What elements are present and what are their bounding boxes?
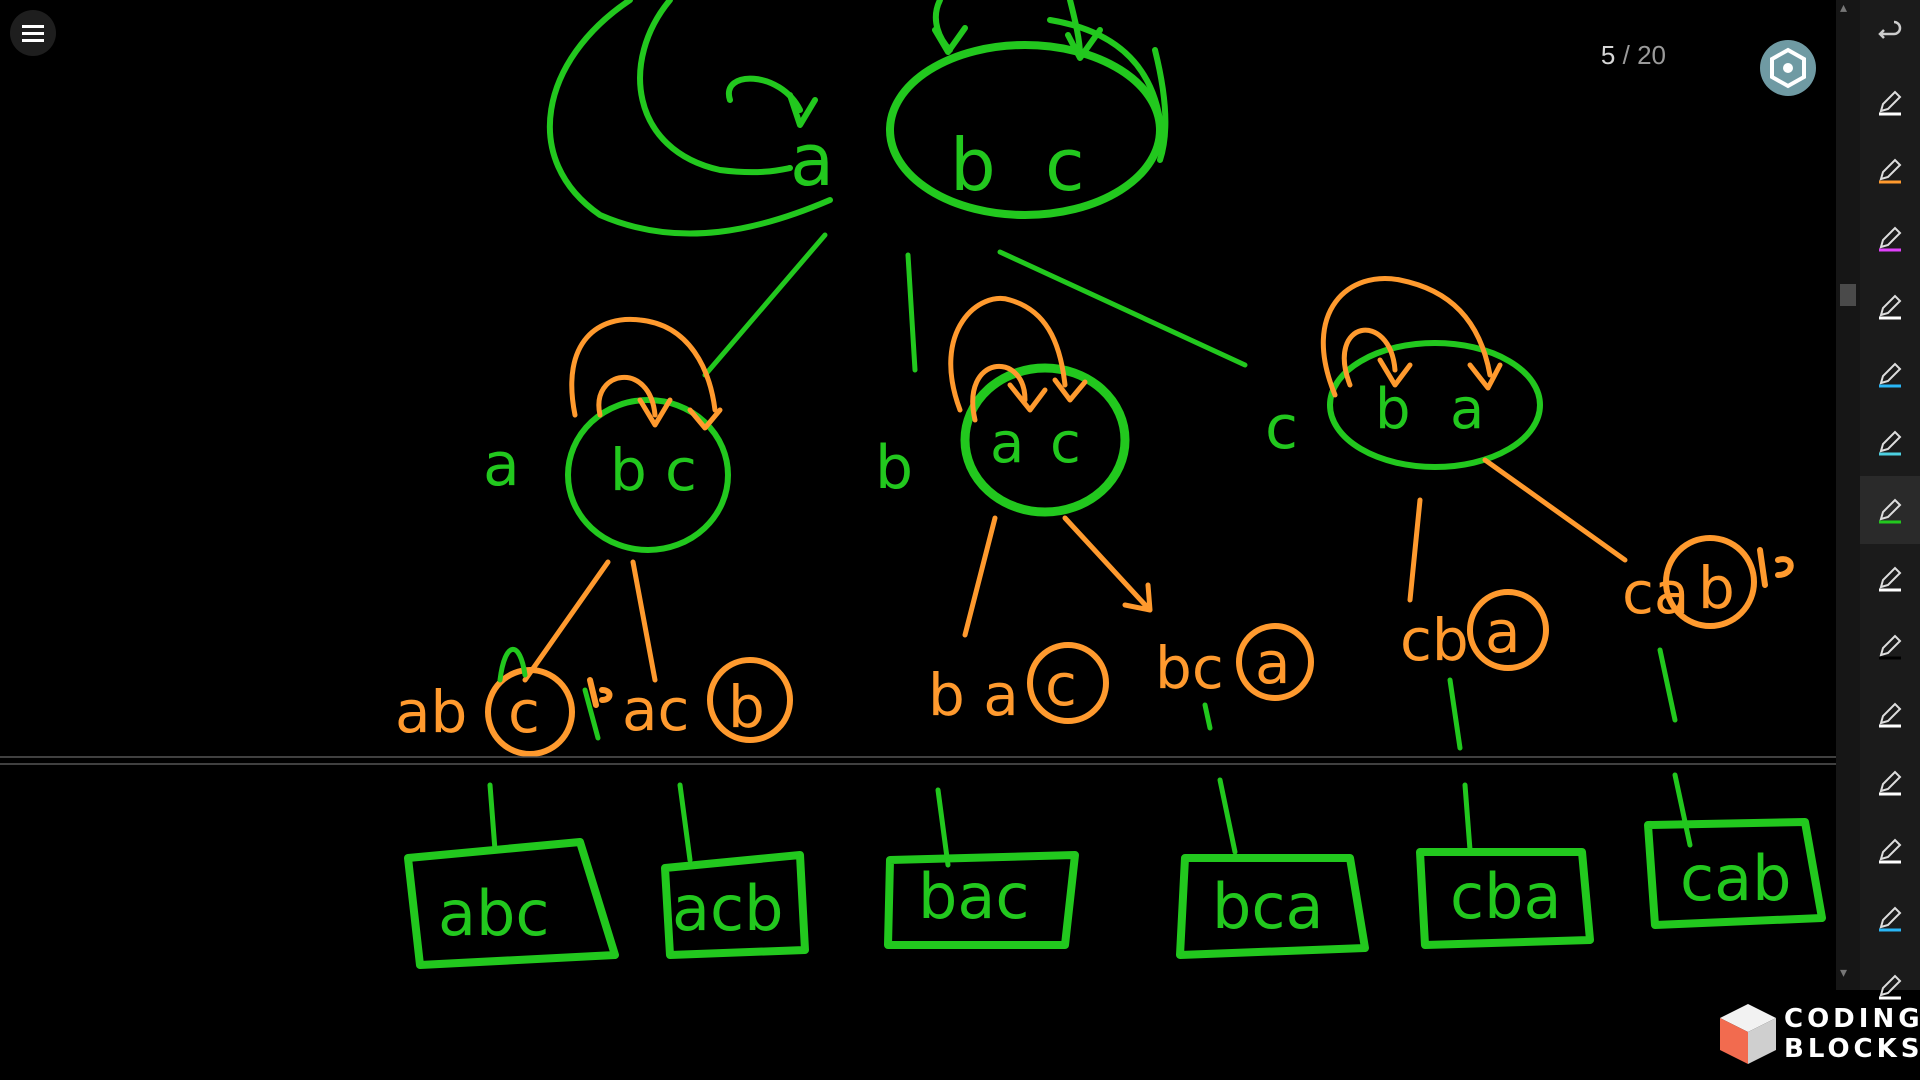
result-edges [487, 647, 1693, 868]
level2-last-0: c [508, 678, 540, 746]
scroll-thumb[interactable] [1840, 284, 1856, 306]
menu-button[interactable] [10, 10, 56, 56]
pen-icon [1879, 294, 1902, 320]
result-boxes [404, 818, 1826, 969]
settings-button[interactable] [1760, 40, 1816, 96]
pen-tool-4[interactable] [1860, 272, 1920, 340]
scroll-down-icon[interactable]: ▾ [1840, 965, 1848, 981]
page-counter: 5 / 20 [1601, 40, 1666, 71]
pen-tool-9[interactable] [1860, 612, 1920, 680]
separator [0, 756, 1836, 765]
base-case-marks [497, 646, 1213, 741]
pen-tool-3[interactable] [1860, 204, 1920, 272]
pen-icon [1879, 770, 1902, 796]
brand-line-1: CODING [1784, 1004, 1920, 1034]
pen-icon [1879, 226, 1902, 252]
page-total: 20 [1637, 40, 1666, 70]
whiteboard-canvas[interactable]: a b c a b c b a c [0, 0, 1836, 990]
level2-last-2: c [1045, 651, 1077, 719]
pen-tool-13[interactable] [1860, 884, 1920, 952]
level1-c-rest-a: a [1450, 377, 1484, 442]
hamburger-icon [22, 25, 44, 42]
level1-b-fixed: b [875, 433, 913, 503]
level2-prefix-4: cb [1400, 606, 1469, 674]
level1-c-rest-b: b [1375, 377, 1411, 442]
coding-blocks-logo: CODING BLOCKS [1714, 1000, 1920, 1070]
cube-logo-icon [1720, 1004, 1776, 1064]
pen-toolbar: ▴ ▾ [1836, 0, 1920, 1000]
pen-icon [1879, 362, 1902, 388]
result-labels: abc acb bac bca cba cab [438, 842, 1791, 950]
pen-icon [1879, 634, 1902, 660]
page-current: 5 [1600, 40, 1616, 70]
page-separator: / [1622, 40, 1630, 70]
level1-a-rest-c: c [665, 436, 697, 504]
pen-icon [1879, 430, 1902, 456]
pen-tool-10[interactable] [1860, 680, 1920, 748]
pen-icon [1879, 158, 1902, 184]
brand-line-2: BLOCKS [1784, 1034, 1920, 1064]
pen-tool-14[interactable] [1860, 952, 1920, 1020]
recursion-tree-drawing: a b c a b c b a c [0, 0, 1836, 969]
root-fixed-char: a [790, 118, 834, 202]
level1-edges [522, 457, 1628, 683]
pen-icon [1879, 906, 1902, 932]
level1-a-fixed: a [483, 430, 520, 500]
level1-node-b [948, 296, 1130, 517]
pen-icon [1879, 974, 1902, 1000]
level2-last-5: b [1698, 554, 1735, 622]
pen-tool-5[interactable] [1860, 340, 1920, 408]
pen-icon [1879, 90, 1902, 116]
pen-icon [1879, 702, 1902, 728]
level2-last-4: a [1485, 598, 1521, 666]
undo-button[interactable] [1860, 0, 1920, 68]
level2-prefix-2: b a [928, 661, 1019, 729]
scroll-up-icon[interactable]: ▴ [1840, 0, 1848, 16]
root-edges [702, 232, 1248, 378]
level2-circles [485, 535, 1794, 757]
level2-last-3: a [1255, 629, 1291, 697]
level2-last-1: b [728, 673, 765, 741]
pen-tool-7[interactable] [1860, 476, 1920, 544]
result-1: acb [672, 872, 783, 945]
level2-prefix-0: ab [395, 678, 467, 746]
pen-tool-1[interactable] [1860, 68, 1920, 136]
undo-icon [1878, 20, 1902, 39]
result-3: bca [1212, 870, 1323, 943]
root-rest-c: c [1045, 123, 1085, 207]
level1-node-a [565, 316, 731, 553]
pen-tool-12[interactable] [1860, 816, 1920, 884]
level2-prefix-1: ac [622, 676, 689, 744]
pen-tool-8[interactable] [1860, 544, 1920, 612]
root-rest-b: b [950, 123, 996, 207]
toolbar-scrollbar[interactable]: ▴ ▾ [1836, 0, 1860, 990]
pen-tool-2[interactable] [1860, 136, 1920, 204]
level2-prefix-3: bc [1155, 634, 1224, 702]
root-node [546, 0, 1169, 237]
pen-icon [1879, 498, 1902, 524]
result-0: abc [438, 877, 549, 950]
level1-a-rest-b: b [610, 436, 647, 504]
result-5: cab [1680, 842, 1791, 915]
level1-node-c [1321, 276, 1543, 470]
result-4: cba [1450, 860, 1561, 933]
pen-tool-11[interactable] [1860, 748, 1920, 816]
level1-b-rest-a: a [990, 411, 1024, 476]
level1-b-rest-c: c [1050, 411, 1081, 476]
result-2: bac [918, 860, 1029, 933]
level2-nodes: ab c ac b b a c bc a cb a ca b [395, 554, 1735, 746]
pen-icon [1879, 566, 1902, 592]
level1-c-fixed: c [1265, 393, 1298, 463]
hexagon-settings-icon [1770, 47, 1806, 89]
pen-tool-6[interactable] [1860, 408, 1920, 476]
pen-icon [1879, 838, 1902, 864]
